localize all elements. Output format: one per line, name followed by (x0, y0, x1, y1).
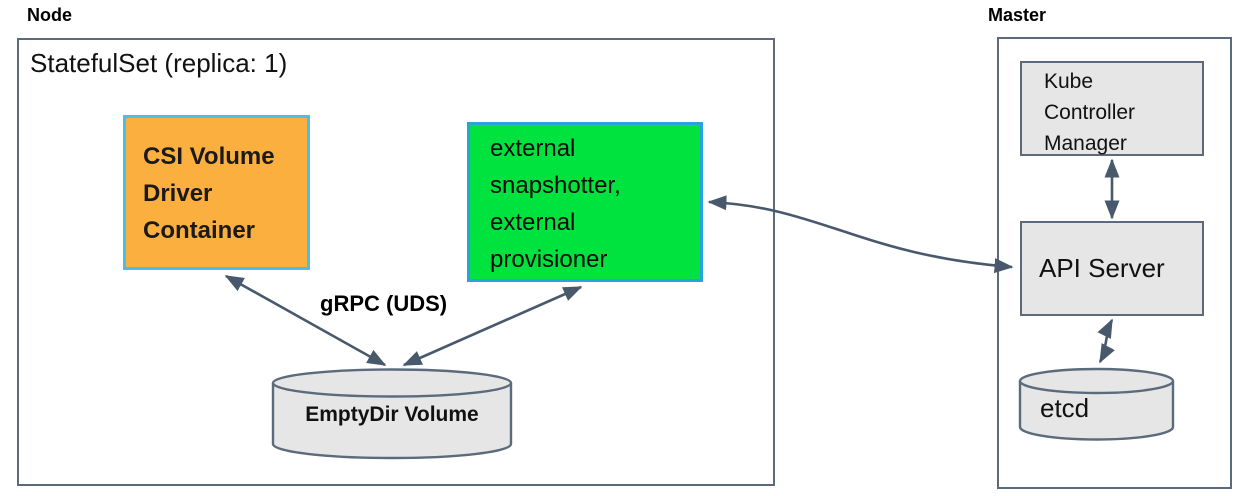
node-section-title: Node (27, 5, 72, 25)
kube-controller-manager-box: Kube Controller Manager (1020, 61, 1204, 156)
external-snapshotter-provisioner-box: external snapshotter, external provision… (467, 122, 703, 282)
api-server-label: API Server (1039, 253, 1165, 283)
api-server-box: API Server (1020, 221, 1204, 316)
master-section-title: Master (988, 5, 1047, 25)
grpc-uds-label: gRPC (UDS) (320, 291, 448, 316)
etcd-label: etcd (1040, 393, 1090, 423)
statefulset-label: StatefulSet (replica: 1) (30, 48, 288, 78)
csi-volume-driver-container-box: CSI Volume Driver Container (123, 115, 310, 270)
emptydir-volume-label: EmptyDir Volume (305, 403, 479, 426)
